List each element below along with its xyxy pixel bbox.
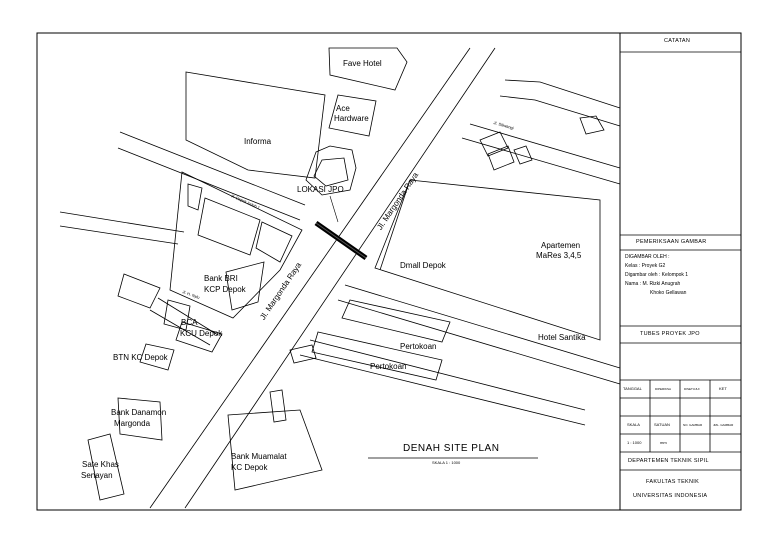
lokasi-jpo-leader: [329, 195, 339, 223]
kelas-label: Kelas : Proyek G2: [625, 263, 666, 269]
ace-hardware-label-2: Hardware: [334, 114, 369, 123]
col-disetujui: DISETUJUI: [684, 387, 700, 391]
bca-label-1: BCA: [181, 318, 198, 327]
col-no-gambar: NO. GAMBAR: [683, 423, 703, 427]
col-jml-gambar: JML. GAMBAR: [713, 423, 734, 427]
bank-bri-label-2: KCP Depok: [204, 285, 246, 294]
hotel-santika-label: Hotel Santika: [538, 333, 586, 342]
nama-label-2: Khoko Gellawan: [650, 290, 687, 296]
apartemen-label-1: Apartemen: [541, 241, 581, 250]
informa-label: Informa: [244, 137, 272, 146]
ace-hardware-label-1: Ace: [336, 104, 350, 113]
col-diperiksa: DIPERIKSA: [655, 387, 672, 391]
btn-label: BTN KC Depok: [113, 353, 168, 362]
sheet-frame: [36, 32, 742, 511]
pemeriksaan-heading: PEMERIKSAAN GAMBAR: [636, 239, 707, 245]
university-label: UNIVERSITAS INDONESIA: [633, 493, 708, 499]
bank-bri-label-1: Bank BRI: [204, 274, 238, 283]
pertokoan-label-1: Pertokoan: [400, 342, 437, 351]
digambar-oleh-label: DIGAMBAR OLEH :: [625, 254, 670, 260]
sate-label-1: Sate Khas: [82, 460, 119, 469]
col-ket: KET: [719, 386, 727, 391]
sate-label-2: Senayan: [81, 471, 113, 480]
title-block-grid: [620, 51, 741, 471]
col-tanggal: TANGGAL: [623, 386, 642, 391]
faculty-label: FAKULTAS TEKNIK: [646, 479, 700, 485]
col-satuan: SATUAN: [654, 422, 670, 427]
val-satuan: mm: [660, 440, 667, 445]
muamalat-label-1: Bank Muamalat: [231, 452, 287, 461]
lokasi-jpo-label: LOKASI JPO: [297, 185, 344, 194]
site-plan-title: DENAH SITE PLAN: [403, 443, 500, 454]
site-plan-scale: SKALA 1 : 1000: [432, 460, 461, 465]
dmall-label: Dmall Depok: [400, 261, 446, 270]
project-title: TUBES PROYEK JPO: [640, 331, 700, 337]
fave-hotel-label: Fave Hotel: [343, 59, 382, 68]
bca-label-2: KCU Depok: [180, 329, 223, 338]
apartemen-label-2: MaRes 3,4,5: [536, 251, 582, 260]
muamalat-label-2: KC Depok: [231, 463, 268, 472]
val-skala: 1 : 1000: [627, 440, 642, 445]
pertokoan-label-2: Pertokoan: [370, 362, 407, 371]
danamon-label-1: Bank Danamon: [111, 408, 167, 417]
kelompok-label: Digambar oleh : Kelompok 1: [625, 272, 689, 278]
col-skala: SKALA: [627, 422, 640, 427]
danamon-label-2: Margonda: [114, 419, 151, 428]
department-label: DEPARTEMEN TEKNIK SIPIL: [628, 458, 709, 464]
map-linework: [59, 47, 621, 509]
jpo-bridge: [314, 220, 368, 261]
catatan-heading: CATATAN: [664, 38, 691, 44]
nama-label-1: Nama : M. Rizki Anugrah: [625, 281, 681, 287]
